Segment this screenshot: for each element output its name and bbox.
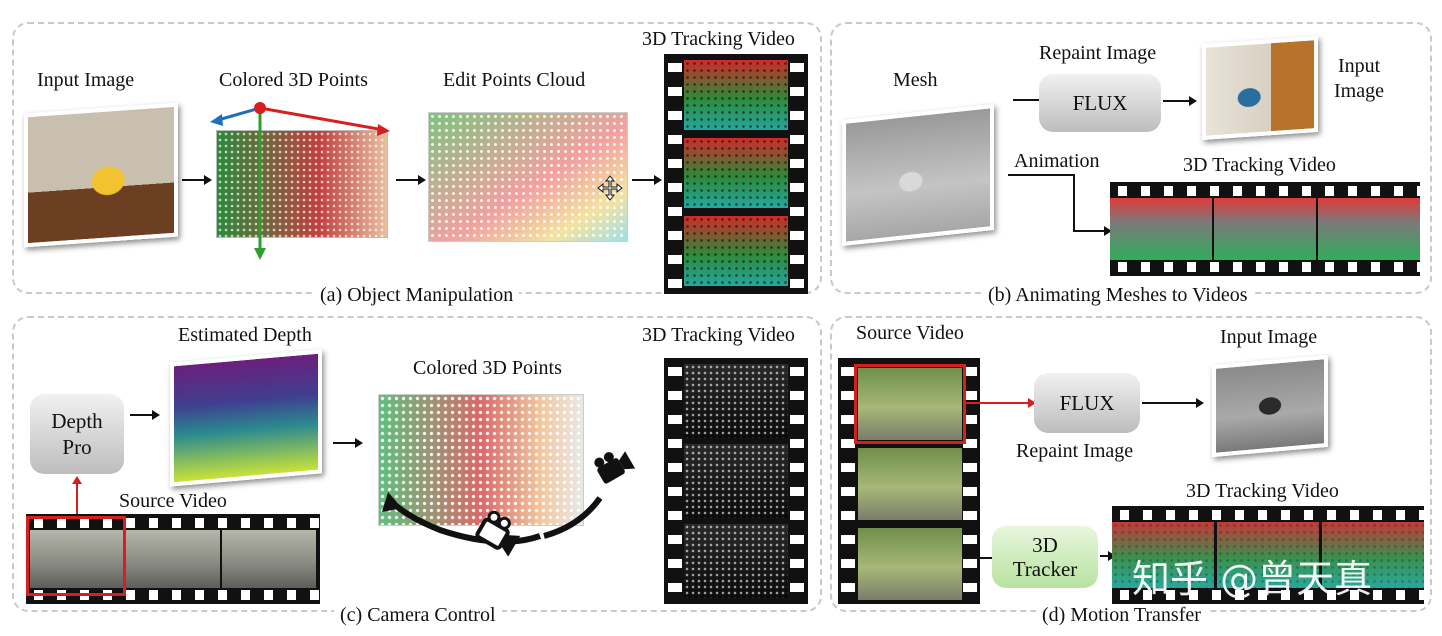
tracking-frame — [1217, 522, 1319, 588]
camera-icon — [475, 510, 521, 557]
depth-pro-label-1: Depth — [51, 409, 103, 433]
mesh-render — [842, 104, 994, 246]
caption-d: (d) Motion Transfer — [1036, 604, 1207, 627]
line-to-flux-b — [1013, 99, 1039, 101]
video-frame — [858, 528, 962, 600]
animation-label: Animation — [1014, 150, 1100, 172]
mesh-label: Mesh — [893, 69, 938, 91]
colored-points-cloud-c — [378, 394, 584, 526]
colored-3d-points-label: Colored 3D Points — [219, 69, 368, 91]
source-video-filmstrip-d — [838, 358, 980, 604]
tracking-frame — [684, 216, 788, 286]
flux-label-d: FLUX — [1059, 391, 1115, 415]
video-frame — [222, 530, 316, 588]
banana-input-image — [24, 102, 178, 248]
tracking-video-filmstrip-a — [664, 54, 808, 294]
flux-box-d: FLUX — [1034, 373, 1140, 433]
tracking-video-filmstrip-d — [1112, 506, 1424, 604]
repainted-input-image-b — [1202, 35, 1318, 141]
edit-points-cloud — [428, 112, 628, 242]
tracking-video-filmstrip-c — [664, 358, 808, 604]
arrow-animation — [1008, 174, 1112, 236]
tracking-video-filmstrip-b — [1110, 182, 1420, 276]
input-image-label: Input Image — [37, 69, 135, 91]
estimated-depth-label: Estimated Depth — [178, 324, 312, 346]
source-video-label-d: Source Video — [856, 322, 964, 344]
caption-c: (c) Camera Control — [334, 604, 502, 627]
tracking-frame — [1322, 522, 1424, 588]
camera-orbit-arrow — [382, 492, 603, 545]
arrow-c2 — [333, 438, 363, 448]
colored-points-cloud — [216, 130, 388, 238]
tracking-video-label-a: 3D Tracking Video — [642, 28, 795, 50]
tracking-video-label-d: 3D Tracking Video — [1186, 480, 1339, 502]
watermark: 知乎 @曾天真 — [1132, 557, 1373, 601]
input-image-label-b1: Input — [1338, 55, 1381, 77]
axis-gizmo — [210, 102, 390, 260]
tracking-frame — [1214, 198, 1316, 260]
caption-a: (a) Object Manipulation — [314, 284, 520, 307]
tracker-box: 3D Tracker — [992, 526, 1098, 588]
video-frame — [858, 368, 962, 440]
arrow-b1 — [1163, 96, 1197, 106]
tracker-label-1: 3D — [1032, 533, 1058, 557]
input-image-label-d: Input Image — [1220, 326, 1318, 348]
repaint-image-label-d: Repaint Image — [1016, 440, 1134, 462]
tracking-video-label-b: 3D Tracking Video — [1183, 154, 1336, 176]
arrow-d-red — [966, 398, 1036, 408]
selected-frame-highlight — [854, 364, 966, 444]
source-video-label-c: Source Video — [119, 490, 227, 512]
estimated-depth-map — [170, 349, 322, 487]
tracking-frame — [684, 138, 788, 208]
tracking-frame — [1318, 198, 1420, 260]
tracking-frame — [1112, 522, 1214, 588]
caption-b: (b) Animating Meshes to Videos — [982, 284, 1254, 307]
tracking-frame — [684, 60, 788, 130]
repaint-image-label-b: Repaint Image — [1039, 42, 1157, 64]
tracking-video-label-c: 3D Tracking Video — [642, 324, 795, 346]
video-frame — [858, 448, 962, 520]
selected-frame-highlight — [26, 516, 126, 596]
colored-3d-points-label-c: Colored 3D Points — [413, 357, 562, 379]
move-cursor-icon — [597, 175, 623, 201]
arrow-d1 — [1142, 398, 1204, 408]
arrow-c1 — [130, 410, 160, 420]
arrow-a1 — [182, 175, 212, 185]
arrow-a2 — [396, 175, 426, 185]
camera-icon — [594, 451, 636, 484]
repainted-input-image-d — [1212, 354, 1328, 458]
video-frame — [126, 530, 220, 588]
tracking-frame — [684, 364, 788, 438]
flux-box-b: FLUX — [1039, 74, 1161, 132]
depth-pro-label-2: Pro — [62, 435, 92, 459]
tracking-frame — [1110, 198, 1212, 260]
line-to-tracker — [980, 557, 992, 559]
video-frame — [30, 530, 124, 588]
edit-points-cloud-label: Edit Points Cloud — [443, 69, 586, 91]
tracking-frame — [684, 524, 788, 598]
arrow-a3 — [632, 175, 662, 185]
depth-pro-box: Depth Pro — [30, 394, 124, 474]
flux-label-b: FLUX — [1072, 91, 1128, 115]
tracking-frame — [684, 444, 788, 518]
source-video-filmstrip-c — [26, 514, 320, 604]
tracker-label-2: Tracker — [1012, 557, 1078, 581]
input-image-label-b2: Image — [1334, 80, 1384, 102]
